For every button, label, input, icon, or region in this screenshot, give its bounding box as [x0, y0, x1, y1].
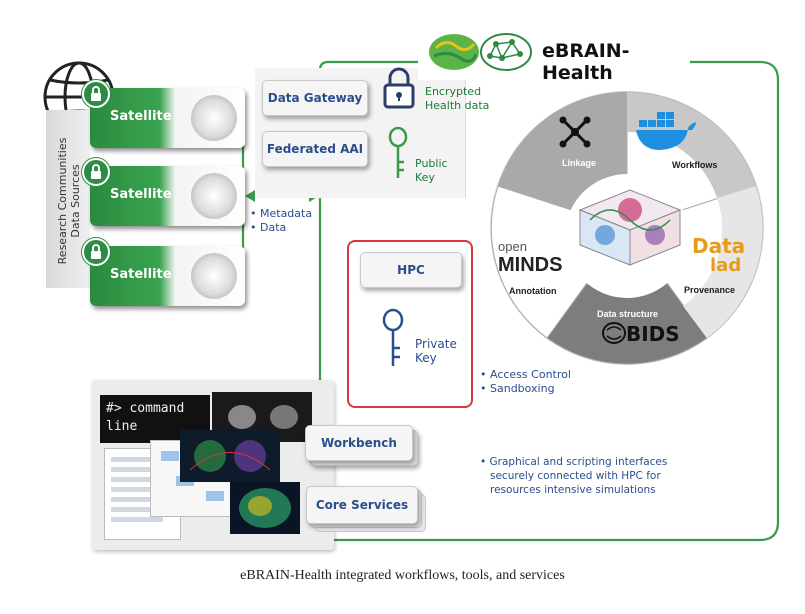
satellite-tools-icon: [191, 253, 237, 299]
bullet-metadata: • Metadata: [250, 207, 313, 220]
datalad-logo: Data lad: [692, 236, 745, 276]
hpc-button[interactable]: HPC: [360, 252, 462, 288]
access-bullets: • Access Control • Sandboxing: [480, 368, 571, 396]
datalad-lad: lad: [710, 255, 742, 276]
encrypted-line-2: Health data: [425, 99, 490, 112]
public-key-line-2: Key: [415, 171, 435, 184]
private-key-line-1: Private: [415, 337, 457, 351]
brain-render-screenshot: [230, 482, 300, 534]
public-key-line-1: Public: [415, 157, 448, 170]
bids-brain-icon: [601, 320, 641, 348]
private-key-line-2: Key: [415, 351, 437, 365]
satellite-label: Satellite: [110, 187, 172, 202]
interfaces-line-3: resources intensive simulations: [490, 484, 656, 496]
satellite-card-3[interactable]: Satellite: [82, 238, 245, 306]
provenance-label: Provenance: [684, 285, 736, 295]
encrypted-health-label: Encrypted Health data: [425, 85, 489, 113]
linkage-icon: [557, 114, 593, 150]
sources-label-line-1: Research Communities: [56, 137, 69, 265]
satellite-tools-icon: [191, 173, 237, 219]
data-gateway-button[interactable]: Data Gateway: [262, 80, 368, 116]
encrypted-line-1: Encrypted: [425, 85, 482, 98]
datalad-data: Data: [692, 234, 746, 258]
satellite-card-2[interactable]: Satellite: [82, 158, 245, 226]
lock-icon: [82, 158, 110, 186]
command-line-2: line: [106, 419, 138, 434]
bullet-data: • Data: [250, 221, 287, 234]
linkage-label: Linkage: [562, 158, 597, 168]
federated-aai-button[interactable]: Federated AAI: [262, 131, 368, 167]
workflows-label: Workflows: [672, 160, 718, 170]
interfaces-note: • Graphical and scripting interfaces sec…: [480, 455, 667, 497]
core-services-button[interactable]: Core Services: [306, 486, 418, 524]
figure-caption: eBRAIN-Health integrated workflows, tool…: [240, 568, 565, 583]
public-key-icon: [386, 126, 410, 182]
lock-icon: [82, 238, 110, 266]
network-viz-screenshot: [180, 430, 280, 482]
data-structure-label: Data structure: [597, 309, 659, 319]
public-key-label: Public Key: [415, 157, 448, 185]
interfaces-line-1: • Graphical and scripting interfaces: [480, 456, 668, 468]
satellite-card-1[interactable]: Satellite: [82, 80, 245, 148]
satellite-tools-icon: [191, 95, 237, 141]
openminds-open: open: [498, 239, 527, 254]
interfaces-line-2: securely connected with HPC for: [490, 470, 661, 482]
command-line-terminal[interactable]: #> command line: [100, 395, 210, 443]
center-brain-collage: [570, 180, 690, 270]
padlock-icon: [382, 66, 416, 110]
metadata-bullets: • Metadata • Data: [250, 207, 312, 235]
lock-icon: [82, 80, 110, 108]
annotation-label: Annotation: [509, 286, 557, 296]
docker-whale-icon: [634, 108, 698, 156]
page-title: eBRAIN-Health: [542, 40, 630, 84]
bullet-access-control: • Access Control: [480, 368, 571, 381]
bids-label: BIDS: [626, 322, 680, 346]
bullet-sandboxing: • Sandboxing: [480, 382, 555, 395]
command-line-1: #> command: [106, 401, 185, 416]
sources-label-line-2: Data Sources: [69, 164, 82, 238]
satellite-label: Satellite: [110, 109, 172, 124]
openminds-minds: MINDS: [498, 254, 563, 276]
workbench-button[interactable]: Workbench: [305, 425, 413, 461]
openminds-logo: open MINDS: [498, 238, 563, 276]
title-box: eBRAIN-Health: [418, 24, 690, 84]
satellite-label: Satellite: [110, 267, 172, 282]
brain-logo-icon: [426, 30, 536, 74]
private-key-label: Private Key: [415, 337, 457, 365]
private-key-icon: [380, 308, 406, 370]
